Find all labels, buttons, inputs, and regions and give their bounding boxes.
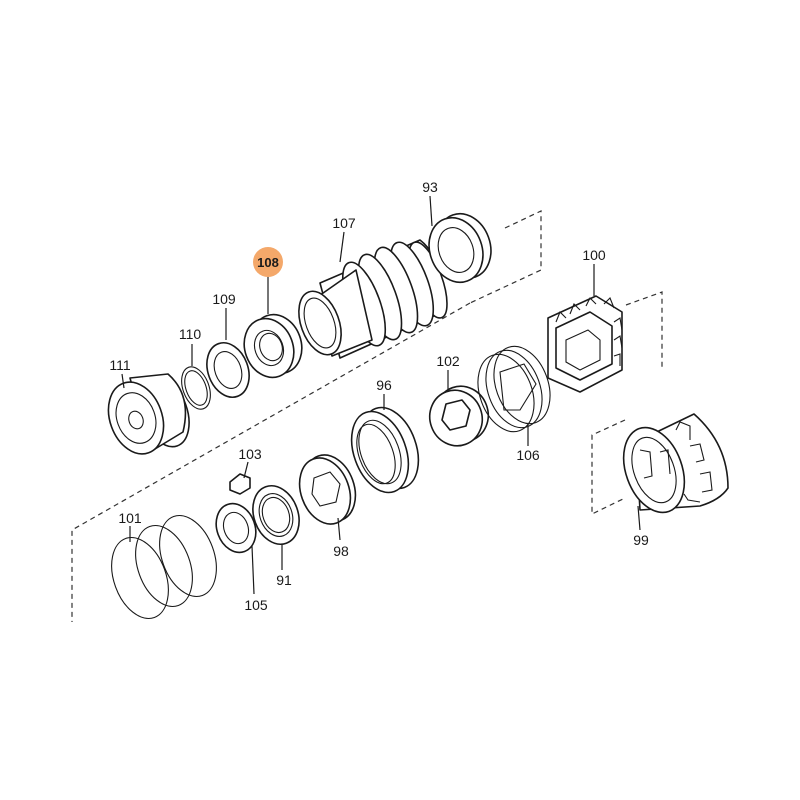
- part-111-front-cap: [107, 373, 190, 455]
- callout-100: 100: [582, 247, 606, 263]
- callout-99: 99: [633, 532, 649, 548]
- callout-98: 98: [333, 543, 349, 559]
- leader-lines: [121, 195, 641, 595]
- callout-107: 107: [332, 215, 356, 231]
- part-107-sleeve: [298, 239, 448, 359]
- part-99-carrier: [622, 413, 729, 514]
- assembly-guide-lines: [71, 210, 663, 622]
- callout-111: 111: [109, 357, 130, 373]
- part-103-key: [229, 473, 251, 495]
- callout-108[interactable]: 108: [257, 255, 279, 270]
- part-105-ring: [215, 502, 257, 554]
- callout-110: 110: [179, 326, 202, 342]
- part-96-gear-ring: [350, 406, 420, 494]
- highlight-badge-108: [253, 247, 283, 277]
- part-102-hex-bushing: [428, 385, 490, 447]
- part-109-washer: [206, 342, 250, 398]
- part-110-circlip: [181, 366, 211, 410]
- callout-105: 105: [244, 597, 268, 613]
- callout-93: 93: [422, 179, 438, 195]
- part-100-gear-cage: [547, 295, 623, 393]
- part-98-clutch-plate: [298, 454, 357, 525]
- callout-101: 101: [118, 510, 142, 526]
- part-93-ring: [428, 212, 492, 284]
- callout-103: 103: [238, 446, 262, 462]
- part-108-seal-ring: [243, 313, 303, 379]
- callout-91: 91: [276, 572, 292, 588]
- part-number-callouts: 93 107 108 109 110 111 100 102 96 106 10…: [109, 179, 649, 613]
- callout-102: 102: [436, 353, 460, 369]
- part-101-spring: [111, 514, 217, 620]
- part-91-washer: [252, 485, 300, 545]
- callout-96: 96: [376, 377, 392, 393]
- callout-106: 106: [516, 447, 540, 463]
- callout-109: 109: [212, 291, 236, 307]
